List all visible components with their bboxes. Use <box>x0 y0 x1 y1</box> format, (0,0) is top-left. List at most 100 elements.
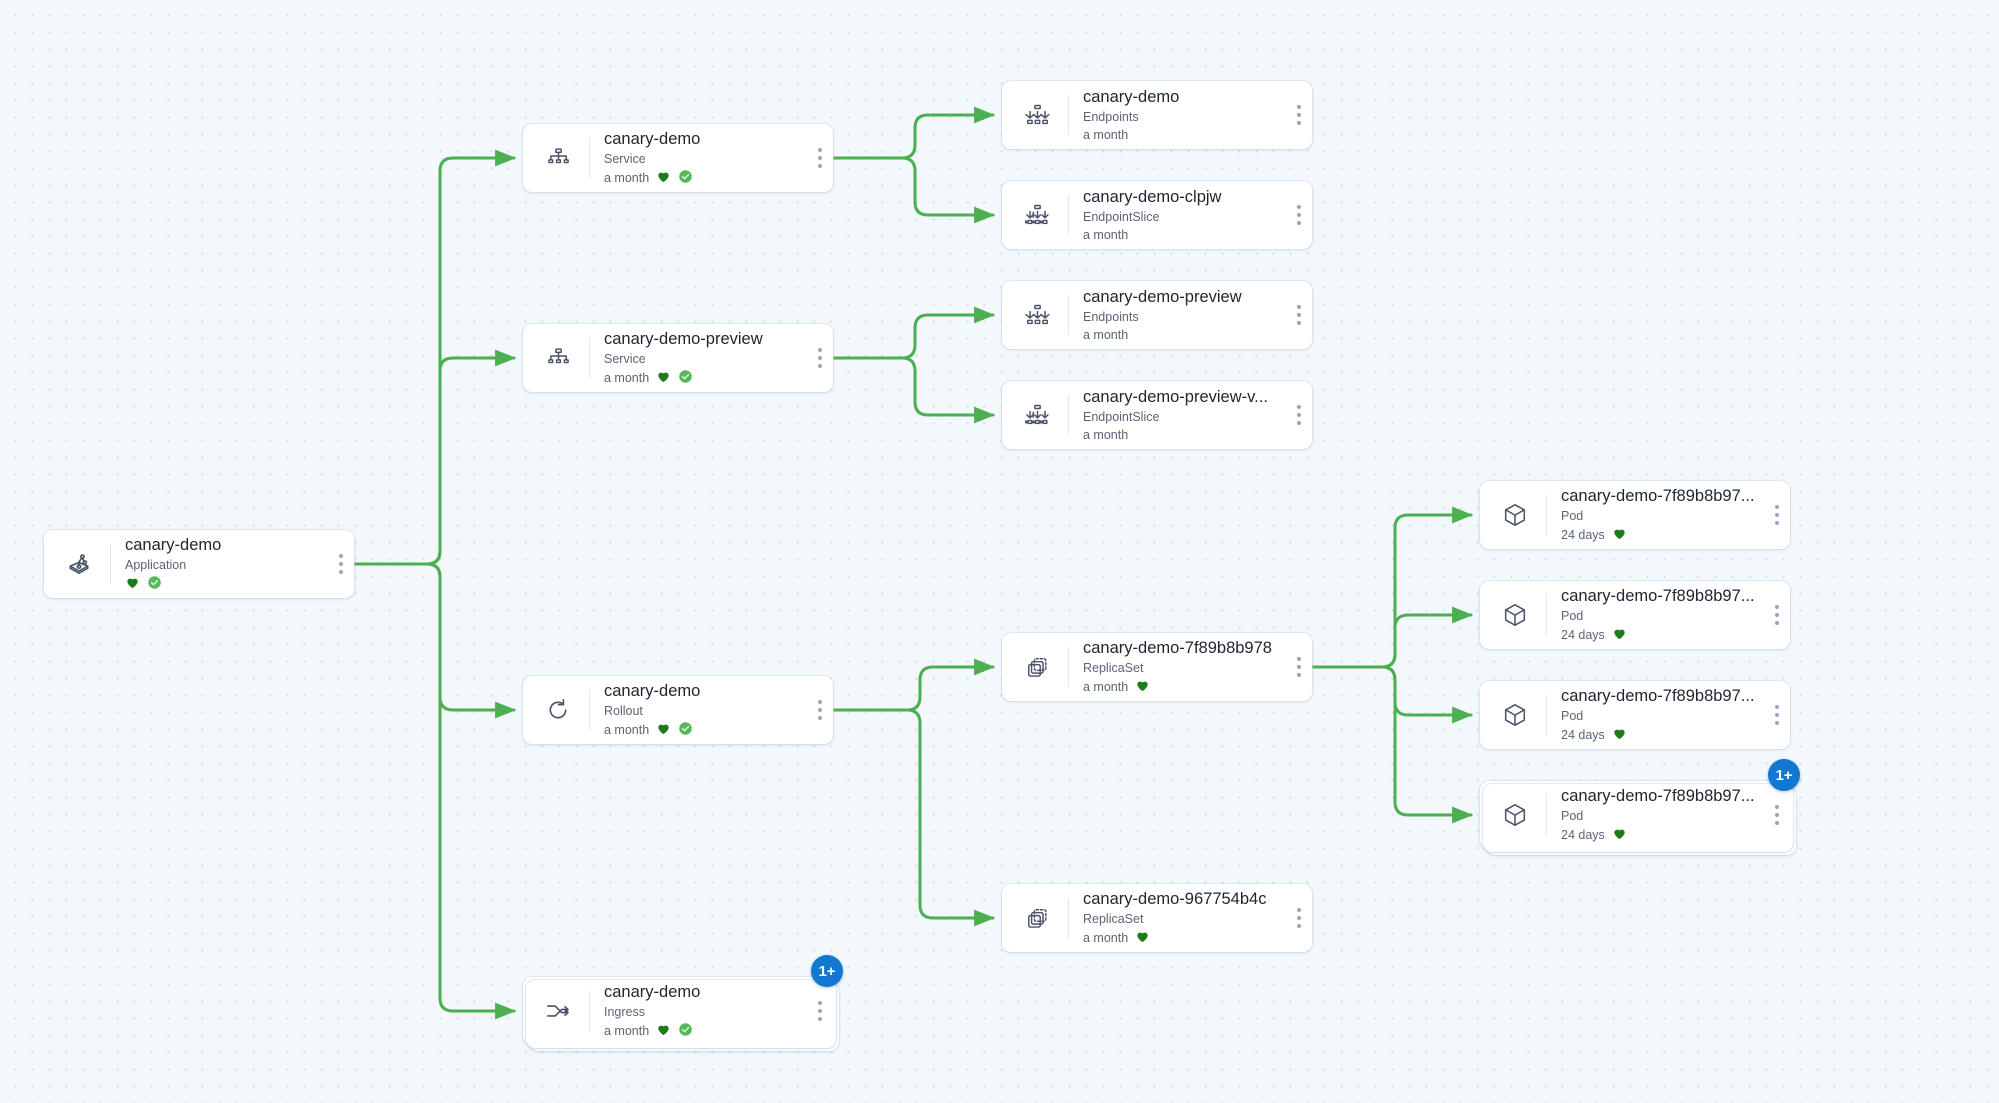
node-age: 24 days <box>1561 828 1605 842</box>
node-kind: Endpoints <box>1083 110 1139 124</box>
endpointslice-icon <box>1016 394 1058 436</box>
node-meta: a month <box>1083 227 1282 243</box>
node-kebab-menu-icon[interactable] <box>807 124 833 192</box>
ingress-icon <box>537 990 579 1032</box>
edge-rs-7f89b8b978-to-pod-2 <box>1310 606 1474 669</box>
endpointslice-icon <box>1016 194 1058 236</box>
node-title: canary-demo-7f89b8b978 <box>1083 638 1272 657</box>
hidden-children-badge[interactable]: 1+ <box>1768 759 1800 791</box>
health-status-icon <box>125 575 140 594</box>
pod-icon <box>1494 694 1536 736</box>
node-title: canary-demo <box>604 681 701 700</box>
node-meta: a month <box>1083 678 1282 697</box>
node-kebab-menu-icon[interactable] <box>1764 781 1790 849</box>
node-kind: Service <box>604 351 646 366</box>
node-kebab-menu-icon[interactable] <box>1286 181 1312 249</box>
node-kebab-menu-icon[interactable] <box>807 676 833 744</box>
node-divider <box>589 690 590 730</box>
node-kebab-menu-icon[interactable] <box>328 530 354 598</box>
edge-app-canary-demo-to-svc-canary-demo-preview <box>352 349 517 566</box>
node-title: canary-demo-7f89b8b97... <box>1561 486 1755 505</box>
health-status-icon <box>1612 626 1627 645</box>
node-kebab-menu-icon[interactable] <box>1286 81 1312 149</box>
node-meta: a month <box>604 1022 803 1041</box>
node-kebab-menu-icon[interactable] <box>1764 681 1790 749</box>
node-age: a month <box>1083 931 1129 945</box>
node-age: a month <box>604 1024 650 1038</box>
edge-rs-7f89b8b978-to-pod-3 <box>1310 665 1474 724</box>
node-divider <box>1546 595 1547 635</box>
node-divider <box>1068 647 1069 687</box>
node-age: a month <box>1083 428 1129 442</box>
node-meta <box>125 575 324 594</box>
health-status-icon <box>656 369 671 388</box>
node-divider <box>1068 395 1069 435</box>
edge-app-canary-demo-to-ingress-canary-demo <box>352 562 517 1020</box>
node-kebab-menu-icon[interactable] <box>1286 633 1312 701</box>
node-kebab-menu-icon[interactable] <box>1286 884 1312 952</box>
node-kebab-menu-icon[interactable] <box>807 324 833 392</box>
node-meta: a month <box>604 169 803 188</box>
node-age: a month <box>604 171 650 185</box>
health-status-icon <box>656 721 671 740</box>
node-kebab-menu-icon[interactable] <box>1286 281 1312 349</box>
edge-rs-7f89b8b978-to-pod-4 <box>1310 665 1474 824</box>
node-title: canary-demo-7f89b8b97... <box>1561 786 1755 805</box>
replicaset-icon <box>1016 646 1058 688</box>
health-status-icon <box>1612 826 1627 845</box>
hidden-children-badge[interactable]: 1+ <box>811 955 843 987</box>
service-icon <box>537 137 579 179</box>
endpoints-icon <box>1016 94 1058 136</box>
node-title: canary-demo <box>1083 88 1180 106</box>
node-kebab-menu-icon[interactable] <box>1764 481 1790 549</box>
node-age: a month <box>1083 228 1129 242</box>
node-kebab-menu-icon[interactable] <box>1286 381 1312 449</box>
node-title: canary-demo <box>604 982 701 1001</box>
node-kind: Application <box>125 557 187 572</box>
edge-svc-canary-demo-to-ep-canary-demo <box>831 106 996 160</box>
sync-status-icon <box>678 369 693 388</box>
node-divider <box>1068 898 1069 938</box>
node-kebab-menu-icon[interactable] <box>807 977 833 1045</box>
edge-rollout-canary-demo-to-rs-967754b4c <box>831 708 996 927</box>
node-meta: a month <box>604 369 803 388</box>
node-meta: a month <box>604 721 803 740</box>
node-divider <box>589 338 590 378</box>
argo-application-icon <box>58 543 100 585</box>
health-status-icon <box>1135 678 1150 697</box>
edge-app-canary-demo-to-rollout-canary-demo <box>352 562 517 719</box>
node-divider <box>1068 195 1069 235</box>
node-kebab-menu-icon[interactable] <box>1764 581 1790 649</box>
node-meta: a month <box>1083 427 1282 443</box>
sync-status-icon <box>147 575 162 594</box>
health-status-icon <box>1135 929 1150 948</box>
node-kind: Rollout <box>604 703 643 718</box>
node-age: 24 days <box>1561 628 1605 642</box>
node-meta: 24 days <box>1561 626 1760 645</box>
